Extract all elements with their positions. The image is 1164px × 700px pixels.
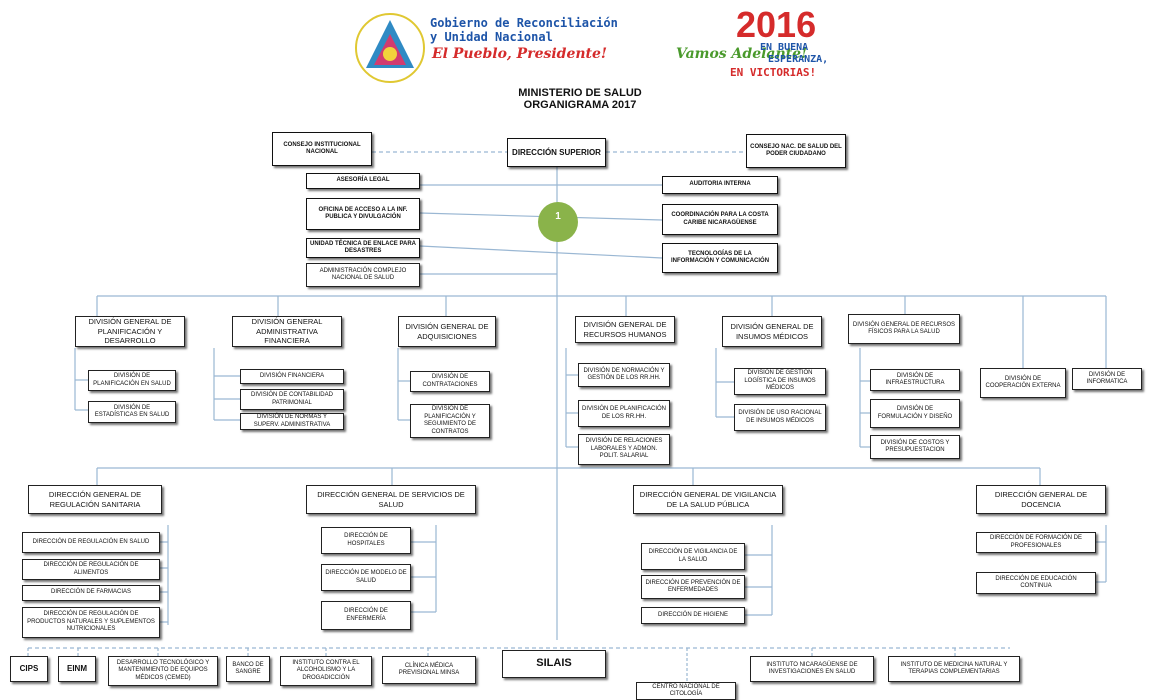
division-financiera: DIVISIÓN FINANCIERA [240, 369, 344, 384]
cips-box: CIPS [10, 656, 48, 682]
tecnologias-informacion-box: TECNOLOGÍAS DE LA INFORMACIÓN Y COMUNICA… [662, 243, 778, 273]
auditoria-interna-box: AUDITORIA INTERNA [662, 176, 778, 194]
seal-logo [355, 13, 425, 83]
instituto-investigaciones-box: INSTITUTO NICARAGÜENSE DE INVESTIGACIONE… [750, 656, 874, 682]
division-contrataciones: DIVISIÓN DE CONTRATACIONES [410, 371, 490, 392]
campaign-line1: EN BUENA [760, 42, 809, 53]
banco-sangre-box: BANCO DE SANGRE [226, 656, 270, 682]
direccion-prevencion: DIRECCIÓN DE PREVENCIÓN DE ENFERMEDADES [641, 575, 745, 599]
direccion-docencia-head: DIRECCIÓN GENERAL DE DOCENCIA [976, 485, 1106, 514]
consejo-nacional-box: CONSEJO NAC. DE SALUD DEL PODER CIUDADAN… [746, 134, 846, 168]
vamos-text: Vamos Adelante! [676, 46, 808, 62]
direccion-farmacias: DIRECCIÓN DE FARMACIAS [22, 585, 160, 601]
einm-box: EINM [58, 656, 96, 682]
consejo-institucional-box: CONSEJO INSTITUCIONAL NACIONAL [272, 132, 372, 166]
campaign-line2: ESPERANZA, [768, 54, 829, 65]
division-gestion-logistica: DIVISIÓN DE GESTIÓN LOGÍSTICA DE INSUMOS… [734, 368, 826, 395]
clinica-medica-box: CLÍNICA MÉDICA PREVISIONAL MINSA [382, 656, 476, 684]
direccion-servicios-head: DIRECCIÓN GENERAL DE SERVICIOS DE SALUD [306, 485, 476, 514]
division-cooperacion-externa: DIVISIÓN DE COOPERACIÓN EXTERNA [980, 368, 1066, 398]
instituto-medicina-natural-box: INSTITUTO DE MEDICINA NATURAL Y TERAPIAS… [888, 656, 1020, 682]
division-infraestructura: DIVISIÓN DE INFRAESTRUCTURA [870, 369, 960, 391]
unidad-tecnica-box: UNIDAD TÉCNICA DE ENLACE PARA DESASTRES [306, 238, 420, 258]
direccion-vigilancia-head: DIRECCIÓN GENERAL DE VIGILANCIA DE LA SA… [633, 485, 783, 514]
title-line1: MINISTERIO DE SALUD [518, 87, 642, 99]
coordinacion-costa-caribe-box: COORDINACIÓN PARA LA COSTA CARIBE NICARA… [662, 204, 778, 235]
division-planificacion-head: DIVISIÓN GENERAL DE PLANIFICACIÓN Y DESA… [75, 316, 185, 347]
cemed-box: DESARROLLO TECNOLÓGICO Y MANTENIMIENTO D… [108, 656, 218, 686]
direccion-superior-box: DIRECCIÓN SUPERIOR [507, 138, 606, 167]
direccion-regulacion-salud: DIRECCIÓN DE REGULACIÓN EN SALUD [22, 532, 160, 553]
title-line2: ORGANIGRAMA 2017 [523, 99, 637, 111]
government-line1: Gobierno de Reconciliación [430, 16, 618, 30]
division-administrativa-head: DIVISIÓN GENERAL ADMINISTRATIVA FINANCIE… [232, 316, 342, 347]
division-normas: DIVISIÓN DE NORMAS Y SUPERV. ADMINISTRAT… [240, 413, 344, 430]
division-adquisiciones-head: DIVISIÓN GENERAL DE ADQUISICIONES [398, 316, 496, 347]
direccion-higiene: DIRECCIÓN DE HIGIENE [641, 607, 745, 624]
direccion-enfermeria: DIRECCIÓN DE ENFERMERÍA [321, 601, 411, 630]
division-planificacion-salud: DIVISIÓN DE PLANIFICACIÓN EN SALUD [88, 370, 176, 391]
instituto-alcoholismo-box: INSTITUTO CONTRA EL ALCOHOLISMO Y LA DRO… [280, 656, 372, 686]
division-costos: DIVISIÓN DE COSTOS Y PRESUPUESTACION [870, 435, 960, 459]
division-informatica: DIVISIÓN DE INFORMATICA [1072, 368, 1142, 390]
year-text: 2016 [736, 4, 817, 45]
direccion-educacion-continua: DIRECCIÓN DE EDUCACIÓN CONTINUA [976, 572, 1096, 594]
direccion-productos-naturales: DIRECCIÓN DE REGULACIÓN DE PRODUCTOS NAT… [22, 607, 160, 638]
silais-box: SILAIS [502, 650, 606, 678]
direccion-modelo-salud: DIRECCIÓN DE MODELO DE SALUD [321, 564, 411, 591]
division-estadisticas-salud: DIVISIÓN DE ESTADÍSTICAS EN SALUD [88, 401, 176, 423]
marker-circle: 1 [538, 202, 578, 242]
slogan-text: El Pueblo, Presidente! [432, 46, 608, 62]
division-formulacion-diseno: DIVISIÓN DE FORMULACIÓN Y DISEÑO [870, 399, 960, 428]
division-relaciones-laborales: DIVISIÓN DE RELACIONES LABORALES Y ADMON… [578, 434, 670, 465]
direccion-regulacion-alimentos: DIRECCIÓN DE REGULACIÓN DE ALIMENTOS [22, 559, 160, 580]
government-line2: y Unidad Nacional [430, 30, 553, 44]
division-seguimiento-contratos: DIVISIÓN DE PLANIFICACIÓN Y SEGUIMIENTO … [410, 404, 490, 438]
direccion-vigilancia-salud: DIRECCIÓN DE VIGILANCIA DE LA SALUD [641, 543, 745, 570]
division-contabilidad: DIVISIÓN DE CONTABILIDAD PATRIMONIAL [240, 389, 344, 410]
direccion-regulacion-head: DIRECCIÓN GENERAL DE REGULACIÓN SANITARI… [28, 485, 162, 514]
centro-citologia-box: CENTRO NACIONAL DE CITOLOGÍA [636, 682, 736, 700]
division-uso-racional: DIVISIÓN DE USO RACIONAL DE INSUMOS MÉDI… [734, 404, 826, 431]
division-insumos-head: DIVISIÓN GENERAL DE INSUMOS MÉDICOS [722, 316, 822, 347]
campaign-line3: EN VICTORIAS! [730, 66, 817, 79]
oficina-acceso-box: OFICINA DE ACCESO A LA INF. PUBLICA Y DI… [306, 198, 420, 230]
direccion-formacion: DIRECCIÓN DE FORMACIÓN DE PROFESIONALES [976, 532, 1096, 553]
administracion-complejo-box: ADMINISTRACIÓN COMPLEJO NACIONAL DE SALU… [306, 263, 420, 287]
division-planificacion-rrhh: DIVISIÓN DE PLANIFICACIÓN DE LOS RR.HH. [578, 400, 670, 427]
division-fisicos-head: DIVISIÓN GENERAL DE RECURSOS FÍSICOS PAR… [848, 314, 960, 344]
direccion-hospitales: DIRECCIÓN DE HOSPITALES [321, 527, 411, 554]
asesoria-legal-box: ASESORÍA LEGAL [306, 173, 420, 189]
division-normacion-rrhh: DIVISIÓN DE NORMACIÓN Y GESTIÓN DE LOS R… [578, 363, 670, 387]
division-rrhh-head: DIVISIÓN GENERAL DE RECURSOS HUMANOS [575, 316, 675, 343]
